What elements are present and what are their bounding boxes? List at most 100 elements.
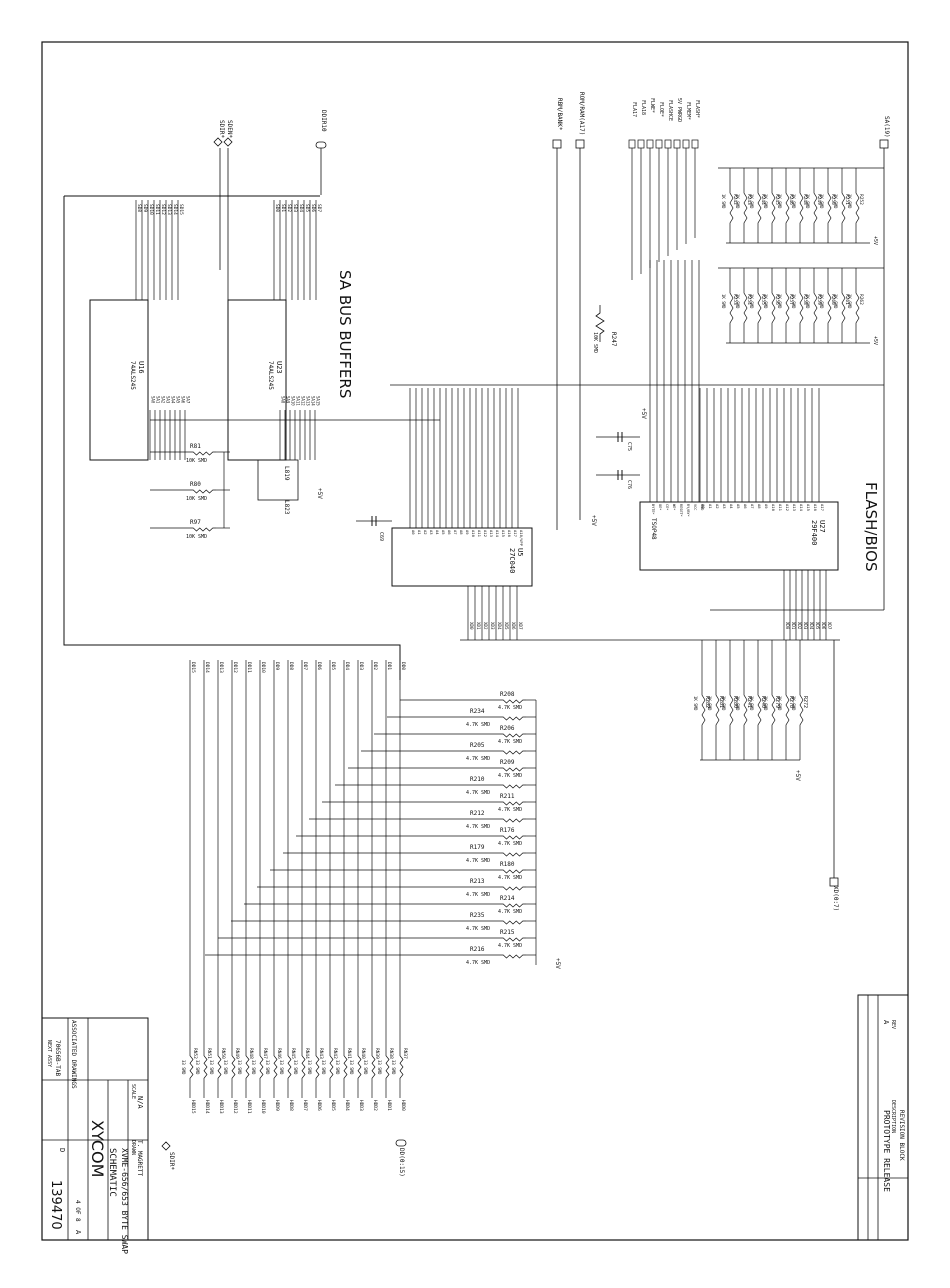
sa-pullup-ref: R260	[830, 294, 836, 305]
revision-col-desc: DESCRIPTION	[890, 1100, 896, 1133]
connector-top-left: SDIR* SDEN* DDIR10	[213, 110, 327, 300]
resistor-value: 10K SMD	[186, 458, 207, 464]
u5-pin-label: A12	[483, 530, 488, 537]
sd-label: SD14	[172, 204, 178, 215]
dd-pullup-value: 4.7K SMD	[466, 960, 490, 966]
dd-pullup-ref: R206	[500, 725, 515, 732]
series-resistor-ref: RN43	[318, 1048, 324, 1059]
title-subtitle: XVME-656/653 BYTE SWAP	[120, 1148, 129, 1254]
series-resistor-ref: RN51	[206, 1048, 212, 1059]
sd-label: SD4	[298, 204, 304, 212]
u27-ctrl-label: WE*	[672, 504, 676, 510]
dd-bus-label: DD10	[260, 662, 266, 673]
series-resistor-value: 33 SMD	[279, 1060, 284, 1075]
title-size: D	[58, 1148, 66, 1152]
sa-pullup-ref: R257	[788, 294, 794, 305]
connector-rom-ram: ROM/RAM(A17)	[578, 92, 585, 135]
u27-pin-label: A0	[701, 504, 706, 509]
u5-pin-label: A17	[513, 530, 518, 537]
sa-buffered-label: SA0	[151, 396, 156, 404]
u5-pin-label: A6	[447, 530, 452, 535]
sa-pullup-ref: R246	[788, 194, 794, 205]
title-dwg-no: 139470	[48, 1180, 63, 1230]
sa-pullup-value: 1K SMD	[819, 294, 824, 309]
series-resistor-value: 33 SMD	[223, 1060, 228, 1075]
chip-u5-ref: U5	[516, 548, 524, 556]
series-resistor-ref: RN40	[360, 1048, 366, 1059]
u27-pin-label: A12	[785, 504, 790, 511]
dd-pullup-ref: R216	[470, 946, 485, 953]
title-title: SCHEMATIC	[107, 1148, 117, 1197]
sa-pullup-value: 1K SMD	[847, 194, 852, 209]
dd-bus-label: DD1	[386, 662, 392, 670]
power-5v-sa-pullups: +5V	[872, 336, 878, 345]
connector-sdir-bottom: SDIR*	[168, 1152, 175, 1170]
dd-pullup-value: 4.7K SMD	[466, 756, 490, 762]
u27-pin-label: A8	[757, 504, 762, 509]
hd-net-label: HDD8	[288, 1100, 294, 1111]
title-block: NEXT ASSY 70656B-TAB ASSOCIATED DRAWINGS…	[41, 1017, 149, 1254]
u27-xd-label: XD1	[791, 622, 796, 630]
sa-pullup-value: 1K SMD	[749, 294, 754, 309]
sa-pullup-value: 1K SMD	[763, 194, 768, 209]
section-title-bus-buffers: SA BUS BUFFERS	[336, 270, 354, 398]
series-resistor-value: 33 SMD	[293, 1060, 298, 1075]
resistor-r247: R247 10K SMD	[592, 305, 617, 353]
xd-pullup-value: 1K SMD	[707, 696, 712, 711]
xd-pullup-ref: R280	[732, 696, 738, 708]
dd-pullup-value: 4.7K SMD	[498, 909, 522, 915]
dd-bus-label: DD2	[372, 662, 378, 670]
connector-top-far-right: SA(19)	[710, 116, 890, 611]
sa-pullup-ref: R249	[816, 194, 822, 205]
power-5v-sa-pullups: +5V	[872, 236, 878, 245]
sa-buffered-label: SA13	[306, 396, 311, 406]
series-resistor-value: 33 SMD	[265, 1060, 270, 1075]
hd-net-label: HDD2	[372, 1100, 378, 1111]
sa-buffered-label: SA12	[301, 396, 306, 406]
sa-pullup-ref: R248	[802, 194, 808, 205]
dd-pullup-value: 4.7K SMD	[466, 926, 490, 932]
dd-bus-label: DD7	[302, 662, 308, 670]
title-assoc-drawings: ASSOCIATED DRAWINGS	[70, 1020, 77, 1089]
series-resistor-ref: RN37	[402, 1048, 408, 1059]
dd-bus-label: DD12	[232, 662, 238, 673]
dd-bus-label: DD9	[274, 662, 280, 670]
hd-net-label: HDD12	[232, 1100, 238, 1114]
u27-pin-label: A2	[715, 504, 720, 509]
dd-pullup-ref: R212	[470, 810, 485, 817]
sa-buffered-label: SA11	[296, 396, 301, 406]
sa-pullup-ref: R258	[802, 294, 808, 305]
sd-label: SD0	[274, 204, 280, 212]
u5-xd-label: XD7	[518, 622, 523, 630]
sa-buffered-label: SA8	[281, 396, 286, 404]
dd-bus-label: DD6	[316, 662, 322, 670]
series-resistor-ref: RN45	[290, 1048, 296, 1059]
sa-pullup-value: 1K SMD	[805, 294, 810, 309]
u27-pin-label: A3	[722, 504, 727, 509]
title-sheet: 4 OF 8	[74, 1200, 81, 1222]
connector-flash-signal: 5V PWRGD	[676, 98, 682, 122]
series-resistor-ref: RN46	[276, 1048, 282, 1059]
series-resistor-ref: RN38	[388, 1048, 394, 1059]
u5-xd-label: XD6	[511, 622, 516, 630]
hd-net-label: HDD13	[218, 1100, 224, 1114]
title-rev: A	[74, 1230, 82, 1235]
sa-pullup-value: 1K SMD	[735, 194, 740, 209]
chip-u5: U5 27C040	[391, 527, 533, 587]
hd-net-label: HDD10	[260, 1100, 266, 1114]
chip-u23-part: 74ALS245	[267, 361, 274, 390]
u5-xd-label: XD3	[490, 622, 495, 630]
u27-ctrl-label: CE*	[665, 504, 669, 510]
chip-u16-part: 74ALS245	[129, 361, 136, 390]
u5-pin-label: A1	[417, 530, 422, 535]
connector-rbm-bank: RBM/BANK*	[556, 98, 563, 131]
sa-buffered-label: SA14	[311, 396, 316, 406]
u27-pin-label: A4	[729, 504, 734, 509]
sd-bus-lines	[135, 200, 317, 300]
u5-pin-label: A11	[477, 530, 482, 538]
u5-pin-label: A16	[507, 530, 512, 538]
resistor-value: 10K SMD	[186, 496, 207, 502]
